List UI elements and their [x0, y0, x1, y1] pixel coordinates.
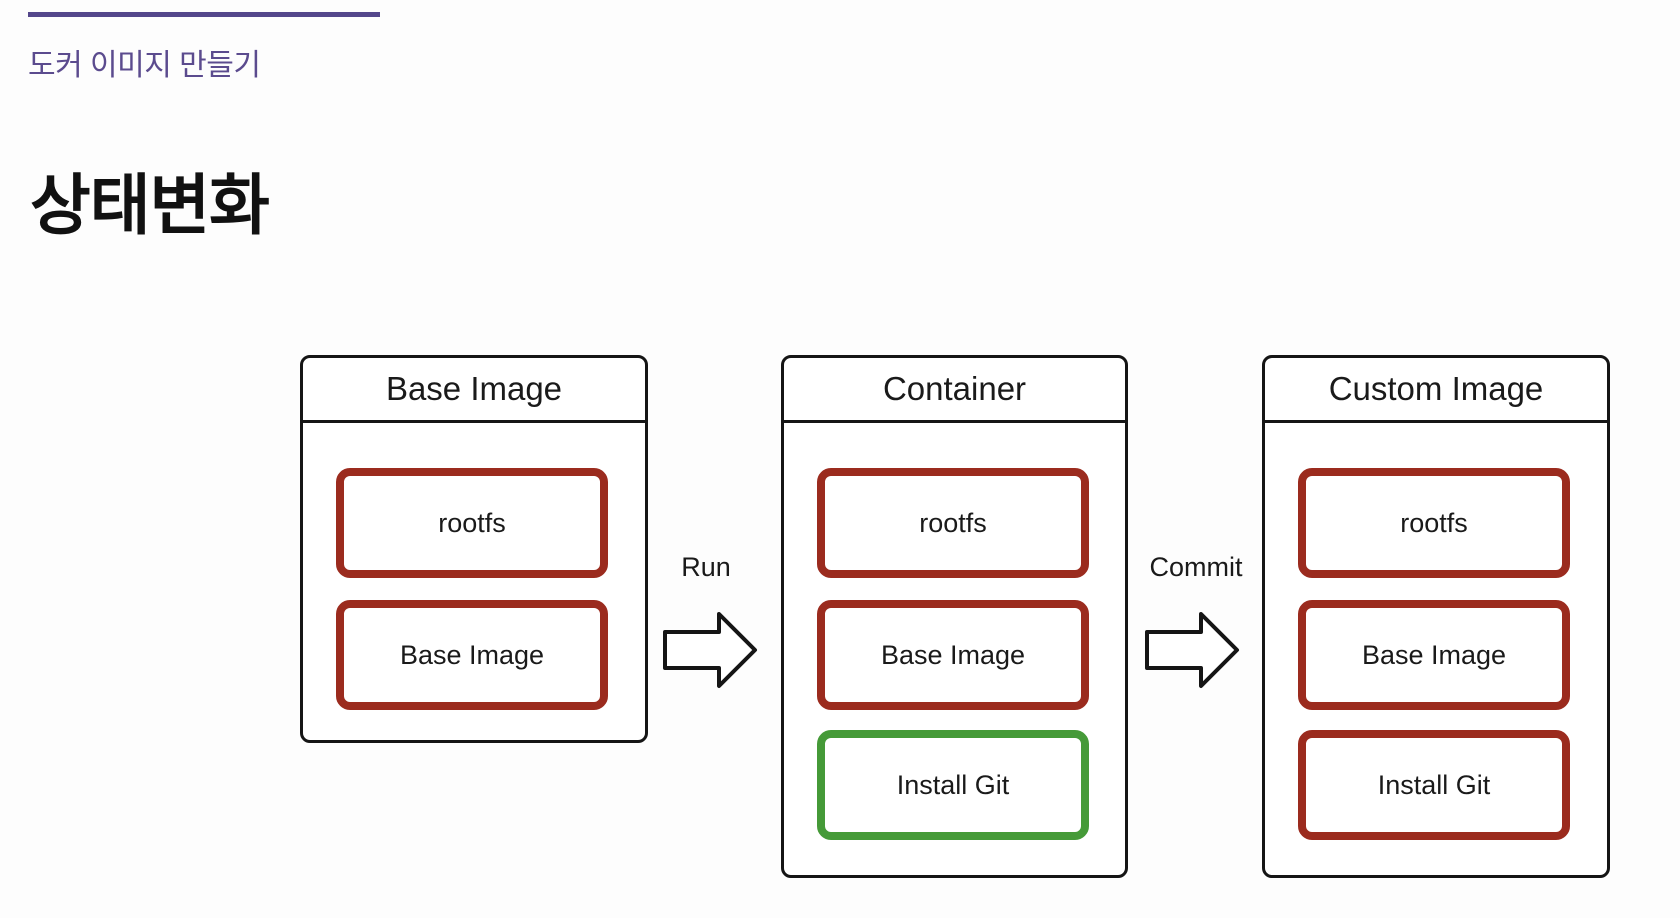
layer-box-base-image: Base Image: [1298, 600, 1570, 710]
layer-label: Install Git: [896, 769, 1010, 800]
box-title: Custom Image: [1265, 358, 1607, 423]
accent-rule: [28, 12, 380, 17]
layer-label: Base Image: [1361, 639, 1507, 670]
run-arrow-icon: [663, 612, 757, 688]
layer-box-install-git: Install Git: [1298, 730, 1570, 840]
layer-box-rootfs: rootfs: [817, 468, 1089, 578]
box-title: Base Image: [303, 358, 645, 423]
page-title: 상태변화: [30, 168, 270, 242]
outer-box-custom-image: Custom Image rootfs Base Image Install G…: [1262, 355, 1610, 878]
layer-label: Base Image: [880, 639, 1026, 670]
layer-box-rootfs: rootfs: [1298, 468, 1570, 578]
layer-label: Install Git: [1377, 769, 1491, 800]
outer-box-base-image: Base Image rootfs Base Image: [300, 355, 648, 743]
layer-box-base-image: Base Image: [336, 600, 608, 710]
layer-box-base-image: Base Image: [817, 600, 1089, 710]
layer-label: rootfs: [1400, 507, 1468, 538]
commit-arrow-label: Commit: [1149, 552, 1243, 582]
commit-arrow-icon: [1145, 612, 1239, 688]
section-kicker: 도커 이미지 만들기: [28, 49, 261, 82]
layer-box-install-git: Install Git: [817, 730, 1089, 840]
box-title: Container: [784, 358, 1125, 423]
layer-label: rootfs: [919, 507, 987, 538]
layer-box-rootfs: rootfs: [336, 468, 608, 578]
layer-label: Base Image: [399, 639, 545, 670]
run-arrow-label: Run: [681, 552, 731, 582]
outer-box-container: Container rootfs Base Image Install Git: [781, 355, 1128, 878]
layer-label: rootfs: [438, 507, 506, 538]
